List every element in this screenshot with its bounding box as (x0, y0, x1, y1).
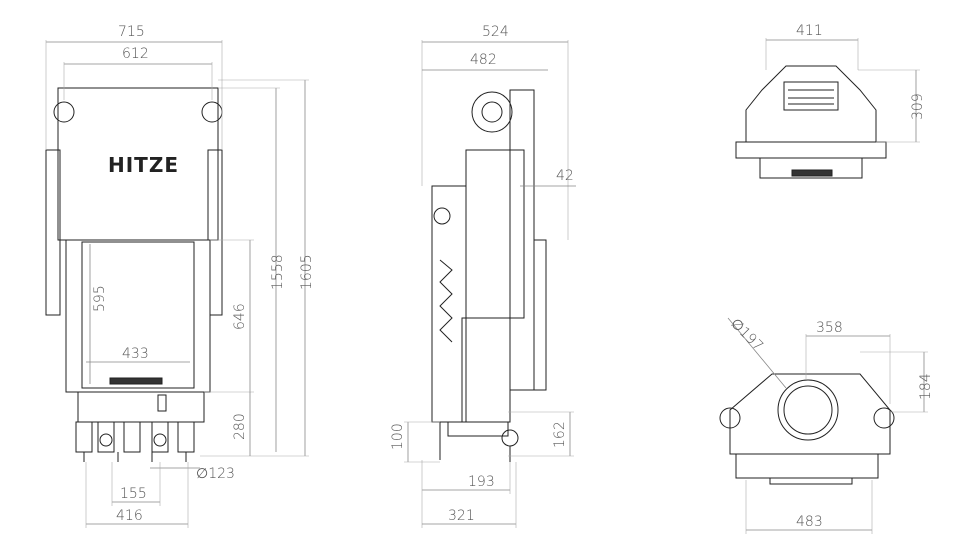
top-base (759, 157, 863, 179)
front-glass (81, 241, 195, 389)
front-legs (75, 421, 195, 462)
brand-logo: HITZE (108, 153, 179, 177)
bottom-view: ∅197 358 184 483 (719, 316, 934, 534)
dim-bottom-width-483: 483 (796, 514, 823, 530)
bottom-outlet-inner (783, 385, 833, 435)
dim-depth-482: 482 (470, 52, 497, 68)
bottom-outlet-outer (777, 379, 839, 441)
dim-overall-depth: 524 (482, 24, 509, 40)
dim-height-1605: 1605 (299, 254, 315, 290)
front-left-fan (53, 101, 75, 123)
dim-bottom-width-358: 358 (816, 320, 843, 336)
dim-height-1558: 1558 (270, 254, 286, 290)
bottom-right-fan (873, 407, 895, 429)
dim-pipe-dia: ∅123 (196, 466, 235, 482)
dim-bottom-height-184: 184 (918, 373, 934, 400)
side-knob (433, 207, 451, 225)
side-lower-body (461, 317, 511, 423)
dim-inner-width: 612 (122, 46, 149, 62)
side-fan (471, 91, 513, 133)
dim-top-depth: 309 (910, 93, 926, 120)
front-right-panel (207, 149, 223, 316)
dim-depth-193: 193 (468, 474, 495, 490)
dim-overall-width: 715 (118, 24, 145, 40)
front-door-frame (65, 239, 211, 393)
bottom-lip (769, 477, 853, 485)
front-left-panel (45, 149, 61, 316)
dim-door-height: 646 (232, 303, 248, 330)
dim-leg-span-155: 155 (120, 486, 147, 502)
dim-leg-span-416: 416 (116, 508, 143, 524)
front-dimensions: 715 612 1558 1605 595 433 646 280 ∅123 (45, 24, 315, 528)
dim-glass-height: 595 (92, 285, 108, 312)
dim-height-162: 162 (552, 421, 568, 448)
dim-height-100: 100 (390, 423, 406, 450)
side-front-panel (431, 185, 467, 423)
bottom-body (729, 373, 891, 455)
top-grille (783, 81, 839, 111)
front-upper-body (57, 87, 219, 241)
top-front-plate (735, 141, 887, 159)
top-vent (791, 169, 833, 177)
bottom-plate (735, 453, 879, 479)
bottom-left-fan (719, 407, 741, 429)
dim-depth-321: 321 (448, 508, 475, 524)
side-pipe (501, 429, 519, 447)
top-view: 411 309 (735, 23, 926, 179)
dim-base-height: 280 (232, 413, 248, 440)
front-handle (157, 394, 167, 412)
side-back-strip (533, 239, 547, 391)
front-base (77, 391, 205, 423)
side-base (447, 421, 509, 437)
front-view: HITZE 715 (45, 24, 315, 528)
side-rear-panel (509, 89, 535, 391)
side-upper-box (465, 149, 525, 319)
top-dimensions: 411 309 (765, 23, 926, 143)
front-grate (109, 377, 163, 385)
dim-offset-42: 42 (556, 168, 574, 184)
side-zigzag (439, 259, 453, 343)
side-dimensions: 524 482 42 100 162 193 321 (390, 24, 576, 528)
dim-bottom-dia: ∅197 (727, 316, 766, 355)
side-view: 524 482 42 100 162 193 321 (390, 24, 576, 528)
dim-top-width: 411 (796, 23, 823, 39)
dim-glass-width: 433 (122, 346, 149, 362)
